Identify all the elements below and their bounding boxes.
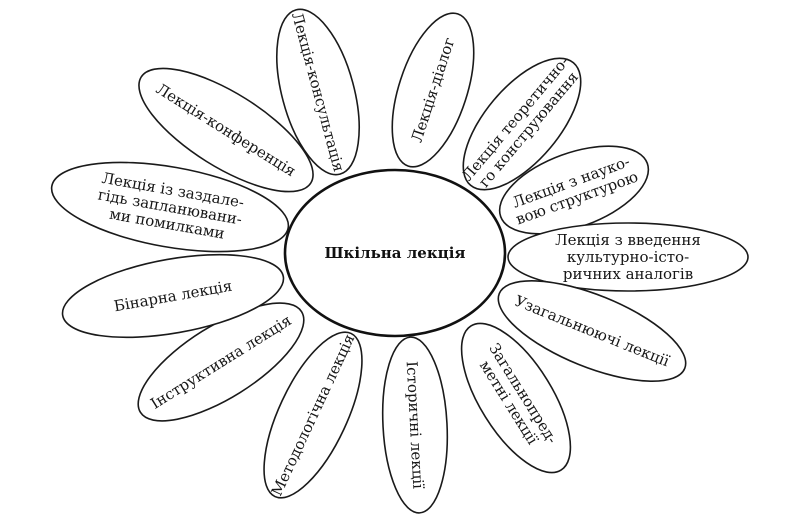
petal-historical: Історичні лекції <box>381 336 449 514</box>
petal-ellipse <box>391 12 475 168</box>
petal-ellipse <box>381 336 449 514</box>
center-ellipse <box>283 168 507 338</box>
petal-label-line: культурно-істо- <box>567 248 689 266</box>
petal-ellipse <box>263 331 363 499</box>
petal-ellipse <box>460 322 572 474</box>
petal-scientific-structure: Лекція з науко-вою структурою <box>498 145 650 235</box>
petal-label-line: Лекція з введення <box>555 231 701 249</box>
petal-binary: Бінарна лекція <box>61 253 285 339</box>
petal-ellipse <box>276 8 360 176</box>
petal-ellipse <box>507 222 749 292</box>
petal-dialog: Лекція-діалог <box>391 12 475 168</box>
petal-general-subject: Загальнопред-метні лекції <box>460 322 572 474</box>
petal-ellipse <box>462 57 582 191</box>
petal-ellipse <box>497 280 687 382</box>
petal-ellipse <box>138 67 314 193</box>
petal-label-line: ричних аналогів <box>563 265 693 283</box>
center-node: Шкільна лекція <box>283 168 507 338</box>
petal-ellipse <box>61 253 285 339</box>
petal-generalizing: Узагальнюючі лекції <box>497 280 687 382</box>
petal-ellipse <box>50 161 290 253</box>
center-label: Шкільна лекція <box>324 244 465 262</box>
petal-planned-mistakes: Лекція із заздале-гідь запланювани-ми по… <box>50 161 290 253</box>
petal-ellipse <box>137 302 305 422</box>
